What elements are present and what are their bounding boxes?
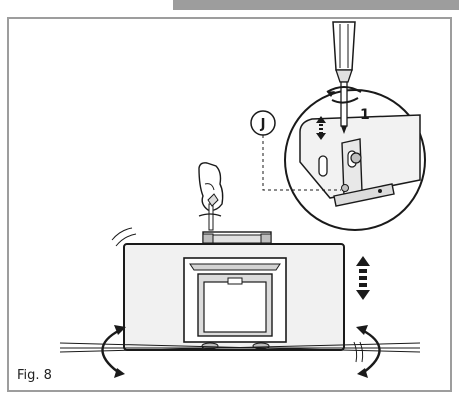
vertical-adjust-arrow-small: [316, 116, 326, 140]
step-number: 1: [360, 107, 370, 123]
header-bar: [173, 0, 459, 10]
filter-panel: [203, 281, 267, 333]
rivet: [378, 189, 382, 193]
figure-caption: Fig. 8: [17, 368, 52, 383]
motion-lines-right: [353, 341, 364, 363]
vertical-adjust-arrow: [356, 256, 370, 300]
screwdriver-shaft: [340, 81, 348, 127]
lower-screw: [341, 184, 349, 192]
callout-label: J: [260, 117, 266, 132]
callout-leader: [262, 135, 341, 191]
rotation-arrow: [326, 86, 362, 93]
adjustment-screw: [350, 152, 362, 164]
detail-callout: [284, 89, 426, 231]
hand-installing-bracket: [198, 162, 224, 231]
level-lines: [59, 342, 421, 353]
tilt-arrow-left: [101, 325, 126, 378]
screwdriver-handle: [332, 21, 356, 71]
filter-handle: [227, 277, 243, 285]
range-hood: [123, 231, 345, 351]
callout-j: J: [250, 110, 341, 191]
keyhole-slot: [318, 155, 328, 177]
screwdriver: [326, 21, 362, 134]
tilt-arrow-right: [356, 325, 381, 378]
screw: [208, 203, 214, 231]
motion-lines-left: [111, 227, 137, 247]
